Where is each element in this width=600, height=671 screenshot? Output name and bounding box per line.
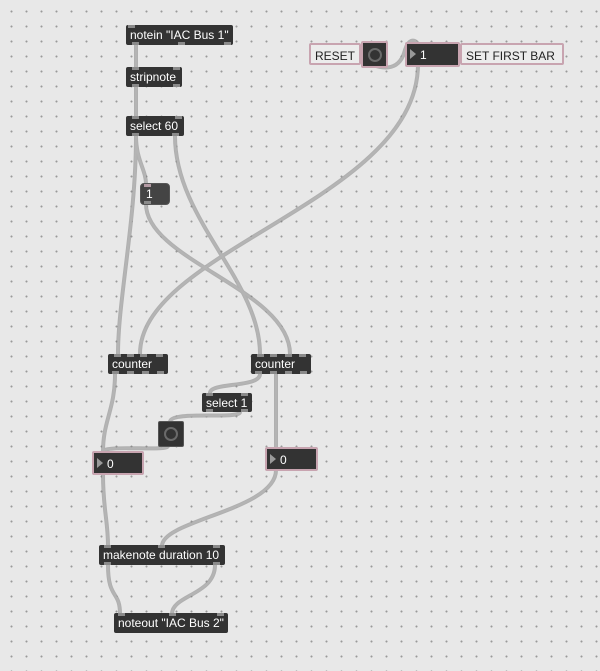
notein-label: notein "IAC Bus 1" (130, 28, 229, 42)
inlet[interactable] (206, 393, 213, 396)
inlet[interactable] (114, 354, 121, 357)
outlet[interactable] (127, 371, 134, 374)
outlet[interactable] (178, 42, 185, 45)
outlet[interactable] (157, 371, 164, 374)
bang-circle-icon (367, 47, 382, 62)
bang-circle-icon (164, 427, 178, 441)
inlet[interactable] (132, 116, 139, 119)
outlet[interactable] (132, 42, 139, 45)
play-triangle-icon (270, 454, 276, 464)
right-count-value: 0 (280, 453, 287, 467)
first-bar-number-box[interactable]: 1 (405, 42, 460, 67)
outlet[interactable] (241, 409, 248, 412)
outlet[interactable] (132, 84, 139, 87)
inlet[interactable] (128, 25, 135, 28)
inlet[interactable] (132, 67, 139, 70)
inlet[interactable] (169, 613, 176, 616)
counter-left-object[interactable]: counter (108, 354, 168, 374)
outlet[interactable] (224, 42, 231, 45)
makenote-label: makenote duration 10 (103, 548, 220, 562)
counter-left-label: counter (112, 357, 153, 371)
inlet[interactable] (118, 613, 125, 616)
outlet[interactable] (255, 371, 262, 374)
outlet[interactable] (206, 409, 213, 412)
select-60-label: select 60 (130, 119, 179, 133)
left-count-value: 0 (107, 457, 114, 471)
reset-label: RESET (315, 49, 356, 63)
noteout-object[interactable]: noteout "IAC Bus 2" (114, 613, 228, 633)
stripnote-label: stripnote (130, 70, 177, 84)
select-1-label: select 1 (206, 396, 248, 410)
left-count-number-box[interactable]: 0 (92, 451, 144, 475)
outlet[interactable] (172, 133, 179, 136)
stripnote-object[interactable]: stripnote (126, 67, 182, 87)
inlet[interactable] (270, 354, 277, 357)
reset-bang-button[interactable] (361, 41, 388, 68)
set-first-bar-label: SET FIRST BAR (466, 49, 555, 63)
noteout-label: noteout "IAC Bus 2" (118, 616, 224, 630)
select-60-object[interactable]: select 60 (126, 116, 184, 136)
outlet[interactable] (132, 133, 139, 136)
play-triangle-icon (410, 49, 416, 59)
inlet[interactable] (241, 393, 248, 396)
inlet[interactable] (127, 354, 134, 357)
inlet[interactable] (299, 354, 306, 357)
inlet[interactable] (173, 67, 180, 70)
outlet[interactable] (300, 371, 307, 374)
outlet[interactable] (112, 371, 119, 374)
makenote-object[interactable]: makenote duration 10 (99, 545, 225, 565)
message-box-one[interactable]: 1 (140, 183, 170, 205)
outlet[interactable] (270, 371, 277, 374)
set-first-bar-comment: SET FIRST BAR (460, 43, 564, 65)
select-1-object[interactable]: select 1 (202, 393, 252, 412)
inlet[interactable] (158, 545, 165, 548)
first-bar-value: 1 (420, 48, 427, 62)
counter-right-label: counter (255, 357, 296, 371)
counter-right-object[interactable]: counter (251, 354, 311, 374)
inlet[interactable] (257, 354, 264, 357)
reset-comment: RESET (309, 43, 361, 65)
outlet[interactable] (213, 562, 220, 565)
outlet[interactable] (104, 562, 111, 565)
outlet[interactable] (144, 201, 151, 204)
play-triangle-icon (97, 458, 103, 468)
notein-object[interactable]: notein "IAC Bus 1" (126, 25, 233, 45)
inlet[interactable] (156, 354, 163, 357)
inlet[interactable] (175, 116, 182, 119)
inlet[interactable] (140, 354, 147, 357)
outlet[interactable] (142, 371, 149, 374)
inlet[interactable] (144, 184, 151, 187)
inlet[interactable] (104, 545, 111, 548)
outlet[interactable] (173, 84, 180, 87)
inlet[interactable] (285, 354, 292, 357)
message-box-one-text: 1 (146, 187, 153, 201)
inlet[interactable] (213, 545, 220, 548)
outlet[interactable] (285, 371, 292, 374)
inlet[interactable] (217, 613, 224, 616)
bar-bang-button[interactable] (158, 421, 184, 447)
right-count-number-box[interactable]: 0 (265, 447, 318, 471)
